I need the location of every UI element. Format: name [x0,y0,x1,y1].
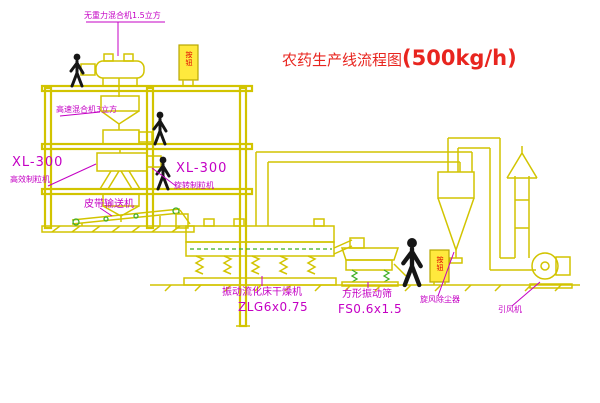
screen-springs [350,269,391,283]
exhaust-duct [255,151,473,226]
exhaust-stack [506,146,538,258]
belt-conveyor-label: 皮带输送机 [84,199,134,210]
dryer-model-label: ZLG6x0.75 [238,300,309,314]
spring [250,255,261,275]
control-cabinet-top [178,44,199,86]
worker-floor2 [152,110,168,146]
granulator-mid-model: XL-300 [176,161,228,176]
cyclone-label: 旋风除尘器 [420,295,460,304]
spring [222,255,233,275]
drawing-title: 农药生产线流程图(500kg/h) [282,46,517,70]
fan-motor [555,256,571,276]
spring [306,255,317,275]
drawing-title-capacity: (500kg/h) [402,46,517,70]
drawing-title-text: 农药生产线流程图 [282,51,403,69]
fan-label: 引风机 [498,305,522,314]
fan-base [529,283,573,289]
cabinet-top-button-label: 按钮 [185,51,193,67]
fan-hub [540,261,550,271]
high-speed-mixer-label: 高速混合机3立方 [56,105,118,114]
high-speed-mixer [100,95,153,145]
induced-draft-fan [529,252,573,289]
control-cabinet-bottom [429,249,450,285]
granulator-left-model: XL-300 [12,155,64,170]
label-leaders [47,21,541,307]
cyclone [437,137,536,271]
granulator-mid-name: 旋转制粒机 [174,181,214,190]
gravity-mixer-label: 无重力混合机1.5立方 [84,11,161,20]
screen-label: 方形振动筛 [342,289,392,300]
mixer2-motor [138,131,153,143]
spring [278,255,289,275]
spring [194,255,205,275]
granulator-left-name: 高效制粒机 [10,175,50,184]
dryer-feed-inlet [175,213,189,229]
gravity-mixer [80,53,145,97]
screen-base [341,281,399,287]
dryer-label: 振动流化床干燥机 [222,287,302,298]
vibrating-screen [333,237,407,287]
worker-ground [403,238,420,285]
ground-line [150,284,580,292]
worker-top-platform [69,52,85,88]
screen-model-label: FS0.6x1.5 [338,302,403,316]
building-frame [40,84,254,328]
cabinet-bottom-button-label: 按钮 [436,256,444,272]
granulator [96,149,162,190]
dryer-base [183,277,337,286]
